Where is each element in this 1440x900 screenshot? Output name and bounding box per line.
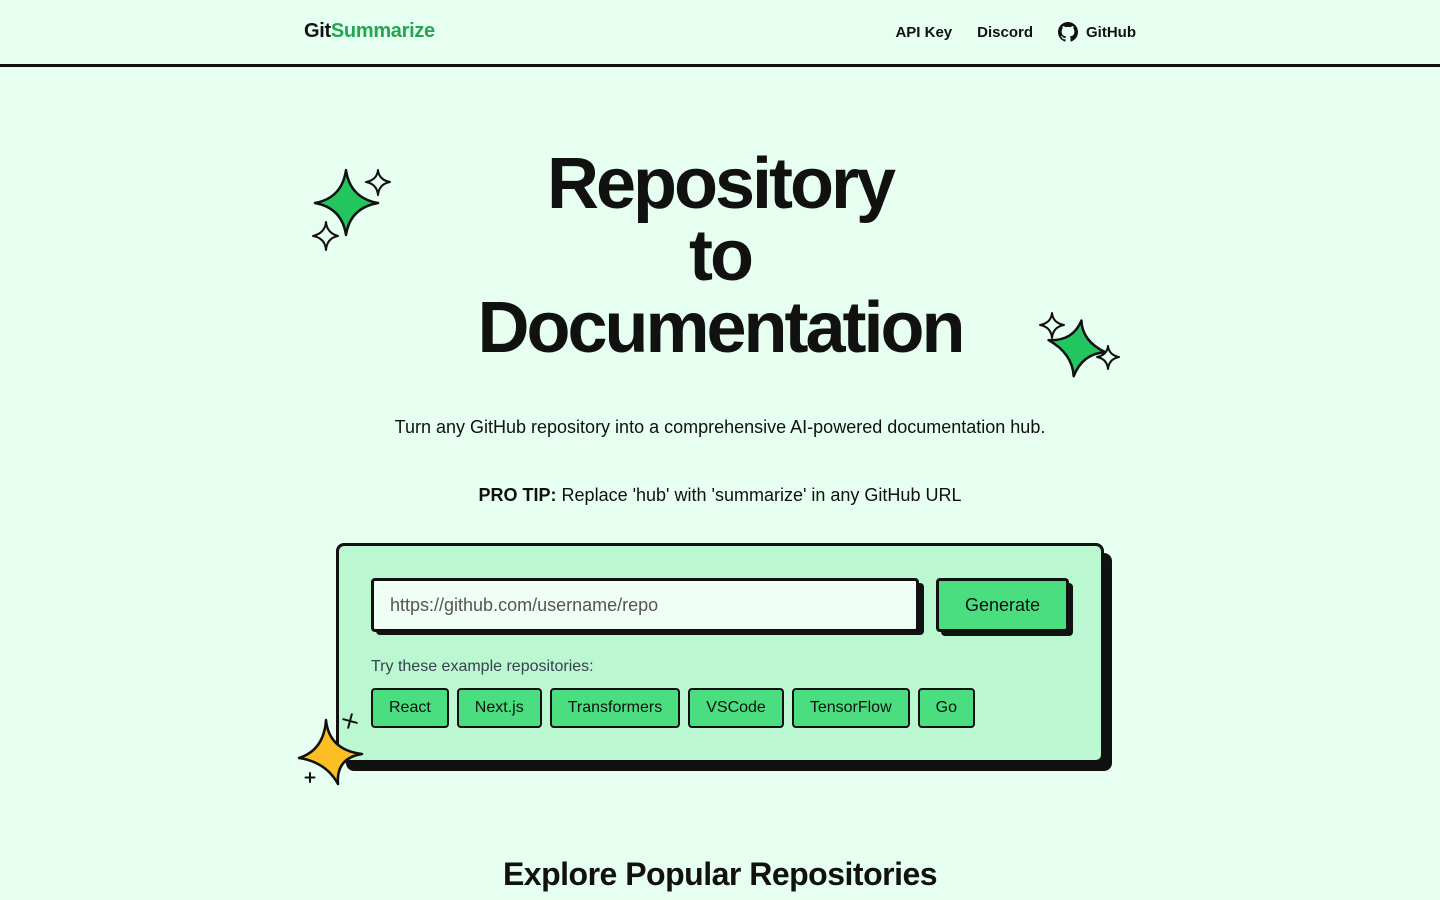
nav-discord[interactable]: Discord <box>977 24 1033 41</box>
examples-label: Try these example repositories: <box>371 658 594 675</box>
example-repo-vscode[interactable]: VSCode <box>688 688 784 728</box>
sparkle-icon <box>1039 312 1120 378</box>
pro-tip-text: Replace 'hub' with 'summarize' in any Gi… <box>561 485 962 505</box>
brand-part-summarize: Summarize <box>330 20 435 42</box>
example-repos: React Next.js Transformers VSCode Tensor… <box>371 688 975 728</box>
nav-discord-label: Discord <box>977 23 1033 41</box>
brand-logo[interactable]: GitSummarize <box>304 20 435 43</box>
sparkle-icon <box>297 713 364 786</box>
pro-tip-label: PRO TIP: <box>478 485 557 505</box>
nav-github-label: GitHub <box>1086 23 1136 41</box>
hero-title: Repository to Documentation <box>0 148 1440 364</box>
example-repo-tensorflow[interactable]: TensorFlow <box>791 688 910 728</box>
hero-title-line-3: Documentation <box>477 288 965 368</box>
site-header: GitSummarize API Key Discord GitHub <box>0 0 1440 67</box>
example-repo-react[interactable]: React <box>371 688 449 728</box>
explore-heading: Explore Popular Repositories <box>502 856 938 892</box>
pro-tip: PRO TIP: Replace 'hub' with 'summarize' … <box>0 485 1440 506</box>
example-repo-go[interactable]: Go <box>917 688 975 728</box>
nav-github[interactable]: GitHub <box>1058 22 1136 42</box>
nav-api-key[interactable]: API Key <box>895 24 952 41</box>
sparkle-icon <box>312 168 391 251</box>
repo-url-input[interactable] <box>371 578 919 632</box>
nav-api-key-label: API Key <box>895 23 953 41</box>
hero-title-line-2: to <box>689 216 754 296</box>
generate-button[interactable]: Generate <box>936 578 1069 632</box>
brand-part-git: Git <box>304 20 331 42</box>
hero-subtitle: Turn any GitHub repository into a compre… <box>394 417 1046 437</box>
hero-title-line-1: Repository <box>546 144 896 224</box>
github-icon <box>1058 22 1078 42</box>
example-repo-transformers[interactable]: Transformers <box>549 688 681 728</box>
top-nav: API Key Discord GitHub <box>895 22 1136 42</box>
example-repo-nextjs[interactable]: Next.js <box>456 688 542 728</box>
repo-form-card <box>336 543 1104 763</box>
